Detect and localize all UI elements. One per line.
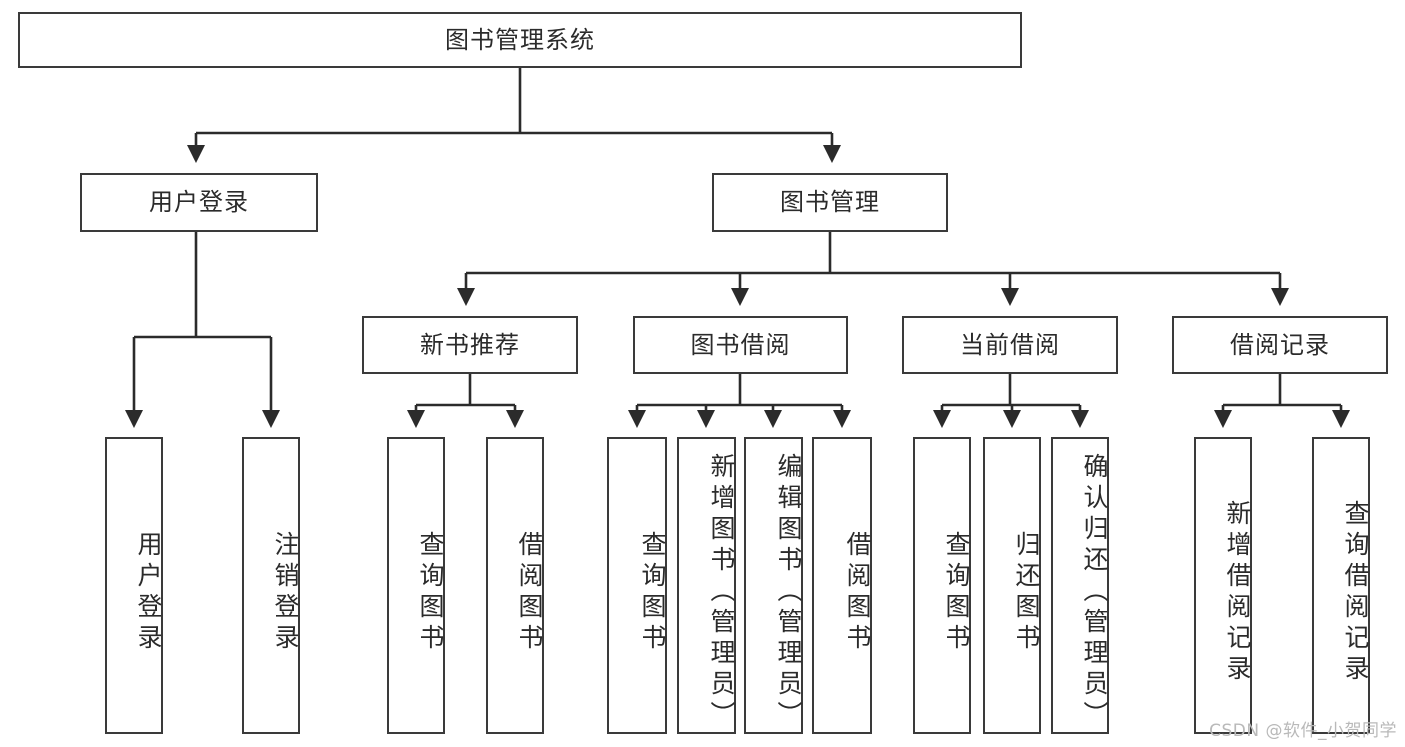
node-leaf-return-book-label: 归还图书	[1012, 530, 1041, 655]
node-new-book-recommend[interactable]: 新书推荐	[362, 316, 578, 374]
node-leaf-query-borrow-record[interactable]: 查询借阅记录	[1312, 437, 1370, 734]
node-leaf-logout-login[interactable]: 注销登录	[242, 437, 300, 734]
node-leaf-borrow-book-new[interactable]: 借阅图书	[486, 437, 544, 734]
node-leaf-borrow-book-new-label: 借阅图书	[515, 530, 544, 655]
node-leaf-query-book-borrow-label: 查询图书	[638, 530, 667, 655]
node-leaf-add-borrow-record-label: 新增借阅记录	[1223, 499, 1252, 686]
node-leaf-edit-book[interactable]: 编辑图书（管理员）	[744, 437, 803, 734]
node-book-borrow-label: 图书借阅	[690, 330, 791, 359]
node-leaf-add-book-label: 新增图书（管理员）	[707, 453, 736, 732]
node-leaf-borrow-book-label: 借阅图书	[843, 530, 872, 655]
node-leaf-logout-login-label: 注销登录	[271, 530, 300, 655]
node-leaf-user-login[interactable]: 用户登录	[105, 437, 163, 734]
node-leaf-confirm-return[interactable]: 确认归还（管理员）	[1051, 437, 1109, 734]
node-leaf-query-book-current[interactable]: 查询图书	[913, 437, 971, 734]
node-leaf-query-book-current-label: 查询图书	[942, 530, 971, 655]
node-leaf-borrow-book[interactable]: 借阅图书	[812, 437, 872, 734]
node-leaf-user-login-label: 用户登录	[134, 530, 163, 655]
node-user-login[interactable]: 用户登录	[80, 173, 318, 232]
node-borrow-records-label: 借阅记录	[1230, 330, 1330, 359]
node-leaf-add-borrow-record[interactable]: 新增借阅记录	[1194, 437, 1252, 734]
node-book-borrow[interactable]: 图书借阅	[633, 316, 848, 374]
node-leaf-query-borrow-record-label: 查询借阅记录	[1341, 499, 1370, 686]
node-book-management-label: 图书管理	[780, 188, 880, 217]
node-current-borrow-label: 当前借阅	[960, 330, 1060, 359]
node-leaf-query-book-new[interactable]: 查询图书	[387, 437, 445, 734]
node-leaf-edit-book-label: 编辑图书（管理员）	[774, 453, 803, 732]
node-leaf-return-book[interactable]: 归还图书	[983, 437, 1041, 734]
node-new-book-recommend-label: 新书推荐	[420, 330, 520, 359]
node-root[interactable]: 图书管理系统	[18, 12, 1022, 68]
node-borrow-records[interactable]: 借阅记录	[1172, 316, 1388, 374]
node-user-login-label: 用户登录	[149, 188, 249, 217]
csdn-watermark: CSDN @软件_小贺同学	[1209, 721, 1397, 741]
node-leaf-query-book-new-label: 查询图书	[416, 530, 445, 655]
node-current-borrow[interactable]: 当前借阅	[902, 316, 1118, 374]
node-leaf-add-book[interactable]: 新增图书（管理员）	[677, 437, 736, 734]
node-book-management[interactable]: 图书管理	[712, 173, 948, 232]
node-leaf-query-book-borrow[interactable]: 查询图书	[607, 437, 667, 734]
node-leaf-confirm-return-label: 确认归还（管理员）	[1080, 453, 1109, 732]
node-root-label: 图书管理系统	[445, 25, 595, 54]
